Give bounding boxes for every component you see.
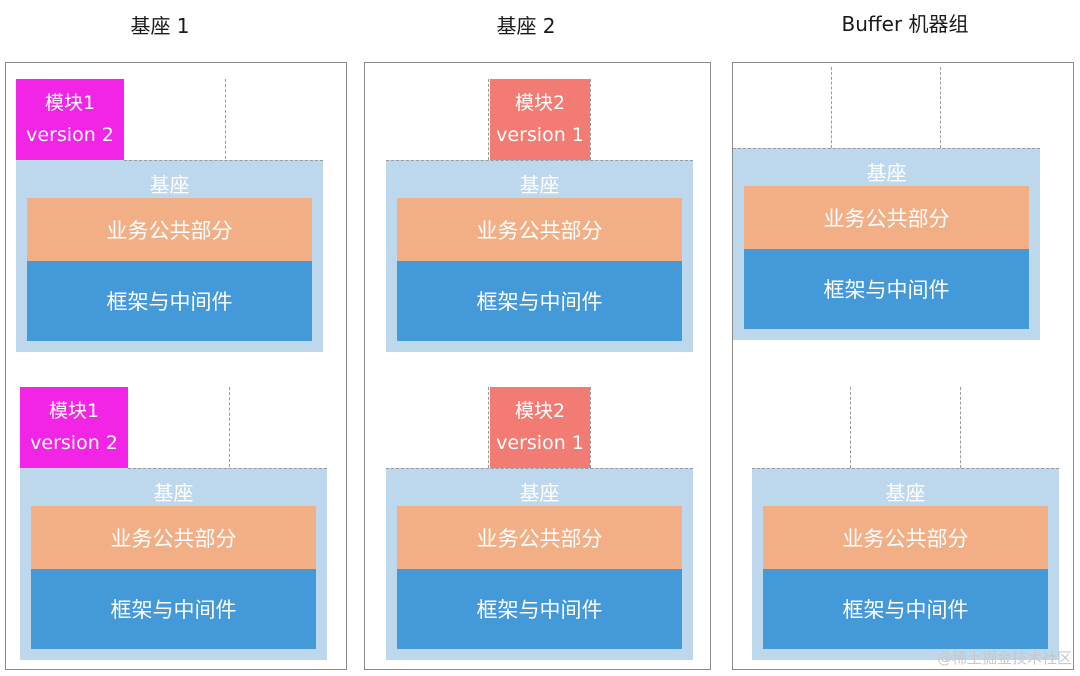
column-title-1: 基座 1 xyxy=(130,14,190,38)
business-label: 业务公共部分 xyxy=(476,218,603,243)
module-name: 模块1 xyxy=(44,92,96,114)
base-label: 基座 xyxy=(866,161,907,185)
column-title-2: 基座 2 xyxy=(496,14,556,38)
base-container: 基座 业务公共部分 框架与中间件 xyxy=(16,160,323,352)
base-label: 基座 xyxy=(153,481,194,505)
module-card: 模块2 version 1 xyxy=(490,79,590,160)
slot-divider xyxy=(488,387,489,468)
slot-top-line xyxy=(386,468,693,469)
column-title-buffer: Buffer 机器组 xyxy=(841,12,969,36)
slot-divider xyxy=(940,67,941,148)
business-layer: 业务公共部分 xyxy=(763,506,1048,569)
module-name: 模块2 xyxy=(514,400,566,422)
watermark-text: @稀土掘金技术社区 xyxy=(936,649,1072,667)
framework-layer: 框架与中间件 xyxy=(397,569,682,649)
base-label: 基座 xyxy=(519,481,560,505)
framework-label: 框架与中间件 xyxy=(476,290,603,314)
framework-label: 框架与中间件 xyxy=(110,598,237,622)
business-label: 业务公共部分 xyxy=(106,218,233,243)
slot-top-line xyxy=(124,160,323,161)
business-layer: 业务公共部分 xyxy=(397,198,682,261)
module-name: 模块2 xyxy=(514,92,566,114)
business-layer: 业务公共部分 xyxy=(31,506,316,569)
slot-top-line xyxy=(128,468,327,469)
module-version: version 1 xyxy=(496,124,584,146)
module-card: 模块1 version 2 xyxy=(16,79,124,160)
base-container: 基座 业务公共部分 框架与中间件 xyxy=(386,160,693,352)
slot-divider xyxy=(590,387,591,468)
slot-divider xyxy=(831,67,832,148)
framework-label: 框架与中间件 xyxy=(823,278,950,302)
business-layer: 业务公共部分 xyxy=(744,186,1029,249)
slot-top-line xyxy=(752,468,1059,469)
module-name: 模块1 xyxy=(48,400,100,422)
framework-label: 框架与中间件 xyxy=(476,598,603,622)
base-container: 基座 业务公共部分 框架与中间件 xyxy=(20,468,327,660)
framework-layer: 框架与中间件 xyxy=(27,261,312,341)
base-label: 基座 xyxy=(149,173,190,197)
slot-divider xyxy=(229,387,230,467)
slot-divider xyxy=(225,79,226,159)
module-version: version 1 xyxy=(496,432,584,454)
slot-divider xyxy=(590,79,591,160)
base-container: 基座 业务公共部分 框架与中间件 xyxy=(752,468,1059,660)
framework-layer: 框架与中间件 xyxy=(744,249,1029,329)
slot-top-line xyxy=(733,148,1040,149)
slot-divider xyxy=(850,387,851,468)
module-version: version 2 xyxy=(26,124,114,146)
base-container: 基座 业务公共部分 框架与中间件 xyxy=(386,468,693,660)
base-label: 基座 xyxy=(885,481,926,505)
module-version: version 2 xyxy=(30,432,118,454)
framework-label: 框架与中间件 xyxy=(842,598,969,622)
slot-divider xyxy=(960,387,961,468)
base-container: 基座 业务公共部分 框架与中间件 xyxy=(733,148,1040,340)
business-layer: 业务公共部分 xyxy=(27,198,312,261)
business-label: 业务公共部分 xyxy=(842,526,969,551)
framework-layer: 框架与中间件 xyxy=(397,261,682,341)
slot-top-line xyxy=(386,160,693,161)
base-label: 基座 xyxy=(519,173,560,197)
framework-label: 框架与中间件 xyxy=(106,290,233,314)
framework-layer: 框架与中间件 xyxy=(763,569,1048,649)
business-label: 业务公共部分 xyxy=(110,526,237,551)
business-layer: 业务公共部分 xyxy=(397,506,682,569)
slot-divider xyxy=(488,79,489,160)
business-label: 业务公共部分 xyxy=(476,526,603,551)
module-card: 模块2 version 1 xyxy=(490,387,590,468)
framework-layer: 框架与中间件 xyxy=(31,569,316,649)
module-card: 模块1 version 2 xyxy=(20,387,128,468)
business-label: 业务公共部分 xyxy=(823,206,950,231)
